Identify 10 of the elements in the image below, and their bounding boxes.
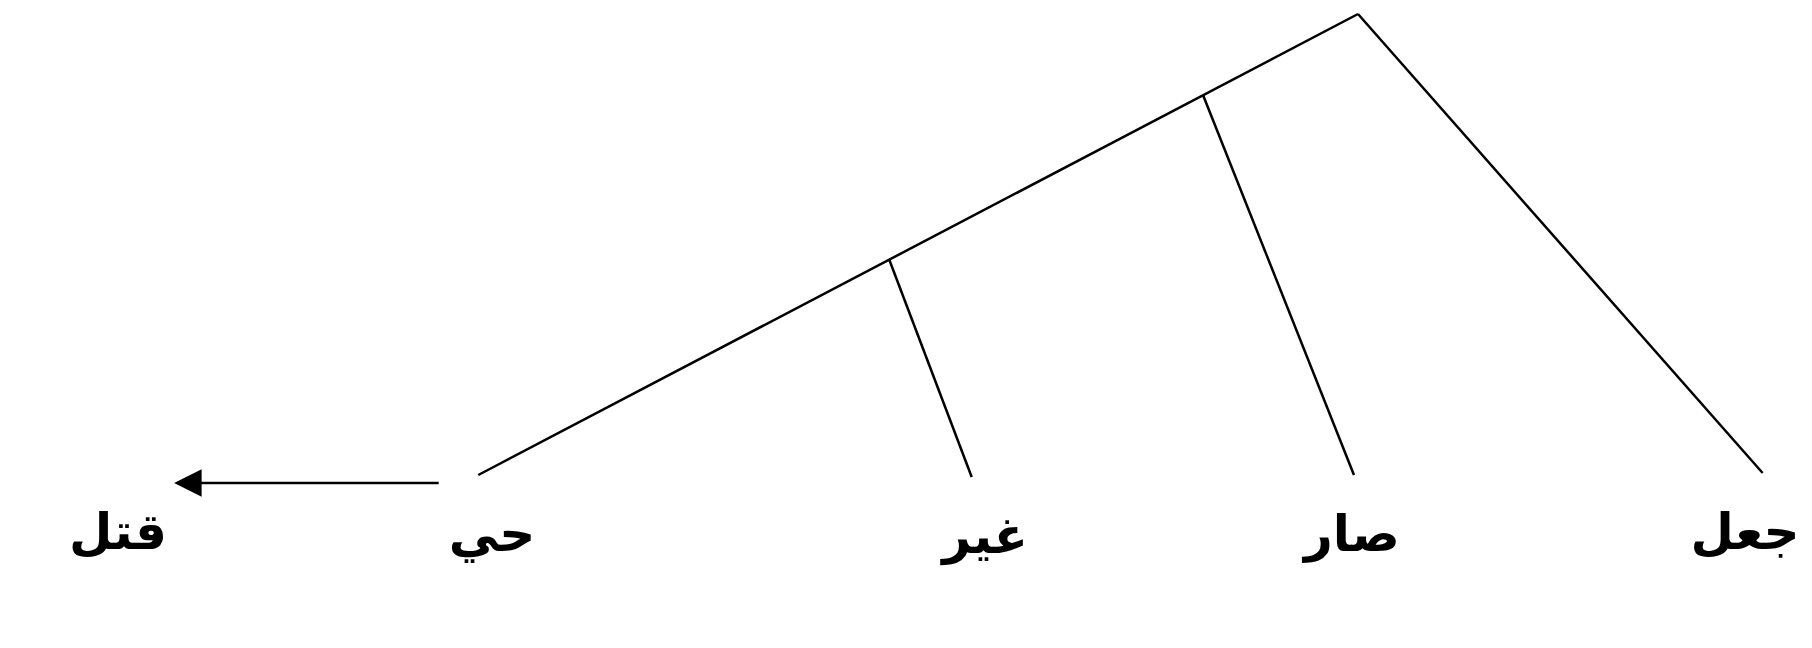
arrow bbox=[174, 469, 439, 497]
word-label: حي bbox=[444, 475, 540, 565]
tree-line bbox=[1357, 13, 1764, 474]
word-label: جعل bbox=[1686, 473, 1804, 563]
tree-line bbox=[1201, 94, 1356, 476]
word-label: قتل bbox=[65, 473, 171, 563]
tree-line bbox=[887, 258, 973, 478]
tree-line bbox=[477, 12, 1359, 477]
word-label: صار bbox=[1300, 475, 1404, 565]
word-label: غير bbox=[938, 477, 1032, 567]
